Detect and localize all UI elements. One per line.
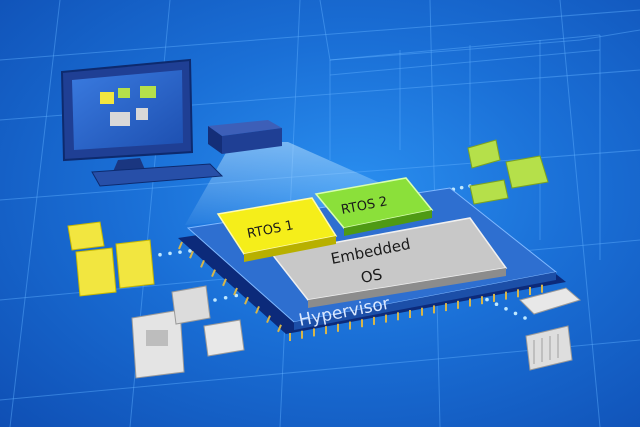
embedded-os-block: Embedded OS (270, 217, 508, 308)
rtos1-block: RTOS 1 (216, 197, 338, 262)
chip-pin (222, 278, 227, 287)
link-dot (523, 316, 527, 320)
chip-pin (189, 250, 194, 259)
link-dot (513, 311, 518, 316)
chip-pin (277, 324, 282, 333)
link-dot (504, 307, 508, 311)
yellow-io-devices (67, 221, 155, 297)
chip-pin (211, 269, 216, 277)
rtos2-block: RTOS 2 (314, 177, 434, 236)
link-dot (188, 249, 192, 253)
chip-pin (233, 287, 238, 296)
link-dot (168, 251, 172, 256)
link-dot (485, 297, 489, 302)
link-dot (158, 252, 162, 257)
link-dot (223, 295, 228, 300)
chip-pin (178, 241, 183, 250)
embedded-os-label-line2: OS (359, 265, 383, 287)
gray-hmi-devices (131, 285, 245, 379)
server-devices (519, 287, 582, 371)
link-dot (494, 302, 499, 307)
chip-pin (200, 260, 205, 268)
monitor (60, 58, 224, 187)
chip-pin (266, 315, 271, 323)
link-dot (178, 250, 182, 254)
chip-pin (244, 296, 249, 305)
mini-pc (208, 120, 282, 154)
green-hmi-devices (467, 139, 549, 205)
chip-pin (255, 306, 260, 314)
link-dot (459, 185, 464, 190)
link-dot (213, 298, 217, 302)
link-dot (234, 293, 239, 298)
